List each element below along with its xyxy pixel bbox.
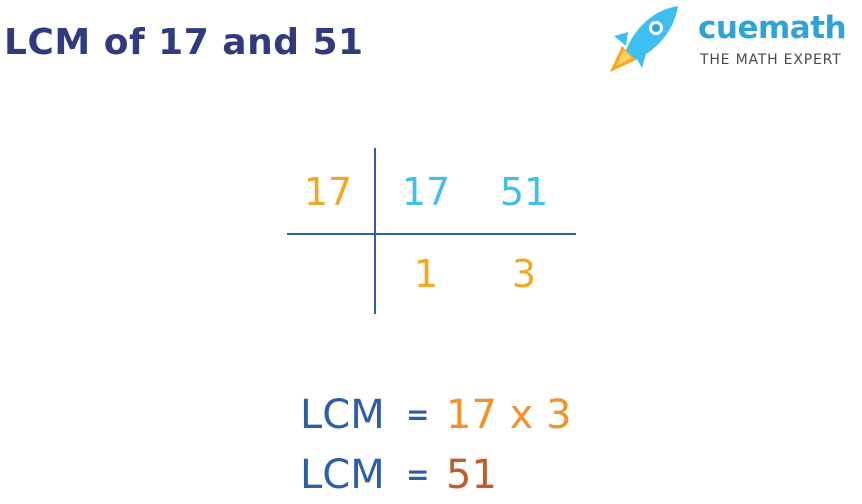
lcm-label: LCM: [300, 452, 385, 498]
division-vertical-line: [374, 148, 376, 314]
cuemath-logo: cuemath THE MATH EXPERT: [608, 2, 862, 78]
quotient-3: 3: [511, 252, 537, 296]
lcm-result: 51: [446, 452, 497, 498]
dividend-17: 17: [401, 170, 451, 214]
lcm-expression: 17 x 3: [446, 392, 572, 438]
divisor: 17: [303, 170, 353, 214]
rocket-icon: [610, 6, 678, 72]
equals-sign: =: [406, 458, 430, 491]
lcm-label: LCM: [300, 392, 385, 438]
page-title: LCM of 17 and 51: [4, 22, 364, 63]
quotient-1: 1: [413, 252, 439, 296]
brand-tagline: THE MATH EXPERT: [700, 52, 842, 68]
brand-name: cuemath: [698, 10, 847, 46]
dividend-51: 51: [499, 170, 549, 214]
equals-sign: =: [406, 398, 430, 431]
division-horizontal-line: [287, 233, 576, 235]
